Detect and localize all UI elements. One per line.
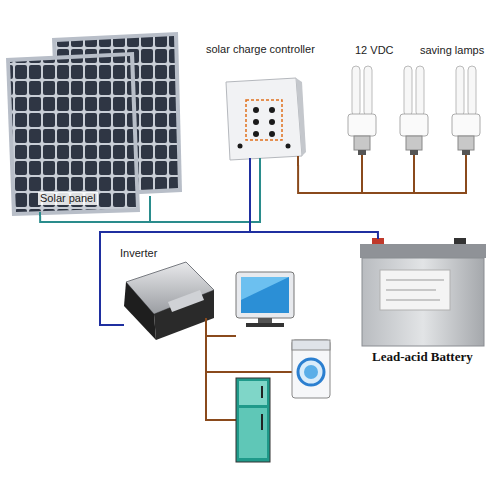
charge-controller <box>226 78 306 160</box>
inverter <box>124 262 214 340</box>
tv-icon <box>236 272 294 327</box>
lamp-wire <box>361 155 363 193</box>
lamps-node: 12 VDC saving lamps <box>340 42 490 160</box>
wire-connector <box>100 165 250 325</box>
component-label: Inverter <box>120 247 157 260</box>
lamp-wire <box>413 155 415 193</box>
inverter-node: Inverter <box>110 245 225 345</box>
component-label: Lead-acid Battery <box>372 350 473 363</box>
component-sublabel: saving lamps <box>420 44 484 57</box>
component-label: Solar panel <box>38 192 98 205</box>
saving-lamp <box>348 66 376 155</box>
wire-connector <box>298 160 466 193</box>
saving-lamp <box>400 66 428 155</box>
component-label: 12 VDC <box>355 44 394 57</box>
wire-stub <box>297 156 299 166</box>
lead-acid-battery <box>360 238 486 346</box>
wire-stub <box>249 158 251 166</box>
charge-controller-node: solar charge controller <box>198 42 328 165</box>
wire-stub <box>377 236 379 239</box>
washer-icon <box>292 340 330 398</box>
solar-panel-node: Solar panel <box>5 35 190 216</box>
battery-node: Lead-acid Battery <box>350 236 497 368</box>
wire-stub <box>259 158 261 166</box>
fridge-icon <box>236 378 270 462</box>
solar-panel-front <box>6 52 140 216</box>
component-label: solar charge controller <box>206 43 315 56</box>
saving-lamp <box>452 66 480 155</box>
wire-connector <box>250 165 378 236</box>
panel-lead <box>39 212 41 216</box>
ac-wires <box>206 318 292 420</box>
wire-stub <box>110 324 124 326</box>
panel-lead <box>149 196 151 222</box>
